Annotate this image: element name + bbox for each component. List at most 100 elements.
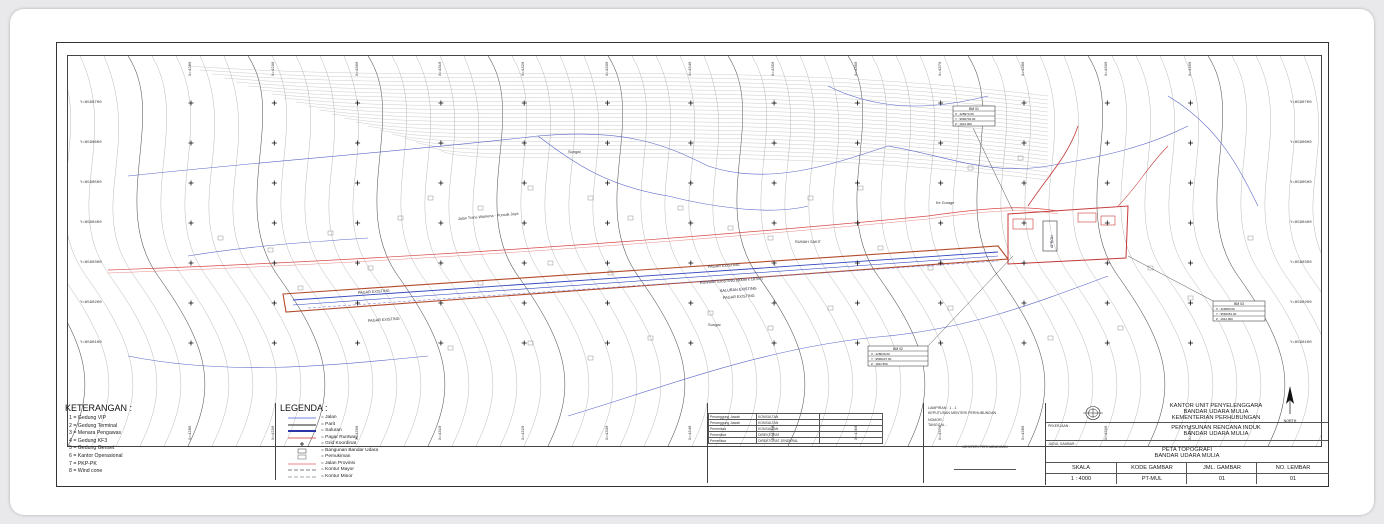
grid-cross [1104, 300, 1110, 306]
legend-item: = Kontur Minor [276, 474, 706, 481]
contour-line [68, 90, 134, 446]
contour-line [247, 56, 326, 446]
contour-line [487, 56, 566, 446]
settlement-building [297, 285, 304, 291]
grid-y-label: Y=9590700 [1290, 101, 1312, 105]
svg-text:Z : 1912.000: Z : 1912.000 [1216, 317, 1233, 321]
grid-cross [771, 180, 777, 186]
grid-cross [1104, 180, 1110, 186]
grid-cross [271, 260, 277, 266]
title-block: KANTOR UNIT PENYELENGGARA BANDAR UDARA M… [1045, 403, 1329, 485]
leader-line [927, 255, 1014, 347]
judul-label: JUDUL GAMBAR : [1048, 442, 1077, 446]
grid-cross [605, 260, 610, 266]
river-line [567, 275, 1109, 417]
keputusan-text: KEPUTUSAN MENTERI PERHUBUNGAN [928, 411, 997, 415]
svg-text:BM 02: BM 02 [893, 347, 903, 351]
legend-item: = Jalan Provinsi [276, 461, 706, 468]
contour-line [415, 141, 1049, 173]
contour-line [295, 101, 1049, 133]
svg-text:X : 428970.00: X : 428970.00 [955, 112, 974, 116]
grid-cross [355, 180, 361, 186]
grid-cross [438, 100, 444, 106]
grid-cross [1021, 220, 1027, 226]
grid-cross [355, 300, 361, 306]
grid-cross [771, 220, 777, 226]
settlement-building [477, 280, 484, 286]
building [1100, 215, 1116, 226]
grid-cross [438, 140, 444, 146]
river-line [827, 85, 989, 107]
legend-symbol-icon [286, 448, 318, 454]
settlement-building [1017, 155, 1024, 161]
drainage-label: SALURAN EXISTING [720, 286, 757, 293]
contour-line [68, 284, 110, 446]
building [1012, 218, 1034, 230]
svg-text:BM 03: BM 03 [1234, 302, 1244, 306]
settlement-building [477, 205, 484, 211]
grid-cross [521, 100, 527, 106]
grid-cross [854, 100, 860, 106]
legend-label: = Pagar Runtway [321, 434, 358, 440]
runway [292, 255, 999, 306]
topographic-map[interactable]: Sungai Sungai Jalan Trans Wamena - Punca… [68, 56, 1321, 446]
grid-cross [521, 340, 527, 346]
contour-line [1255, 56, 1321, 446]
lembar-header: NO. LEMBAR [1257, 463, 1329, 474]
grid-cross [854, 260, 860, 266]
grid-cross [605, 300, 610, 306]
grid-cross [605, 140, 610, 146]
emblem-icon [1083, 406, 1103, 420]
svg-text:Y : 9590237.00: Y : 9590237.00 [871, 357, 892, 361]
settlement-building [587, 195, 594, 201]
settlement-building [857, 185, 864, 191]
grid-y-label: Y=9590300 [80, 261, 102, 265]
legend-item: = Bangunan Bandar Udara [276, 448, 706, 455]
grid-x-label: X=4330 [605, 61, 610, 76]
runway-label: RUNWAY EXISTING (900m x 18.5m) [700, 277, 764, 285]
approval-panel: LAMPIRAN : 1 - 1 KEPUTUSAN MENTERI PERHU… [923, 403, 1046, 483]
kode-header: KODE GAMBAR [1117, 463, 1187, 474]
legend-symbol-icon [286, 415, 318, 421]
north-arrow-icon: NORTH [1284, 386, 1297, 423]
building [1042, 220, 1058, 252]
legend-item: = Pemukiman [276, 454, 706, 461]
svg-text:BM 01: BM 01 [969, 107, 979, 111]
contour-line [343, 117, 1049, 149]
grid-y-label: Y=9590500 [1290, 181, 1312, 185]
grid-cross [1021, 180, 1027, 186]
contour-line [199, 69, 1049, 101]
contour-line [331, 113, 1049, 145]
grid-x-label: X=4390 [1105, 61, 1110, 76]
svg-text:Y : 9590702.00: Y : 9590702.00 [955, 117, 976, 121]
fence-label: PAGAR EXISTING [368, 317, 400, 323]
grid-cross [1104, 260, 1110, 266]
contour-line [379, 129, 1049, 161]
grid-cross [771, 300, 777, 306]
grid-x-label: X=4300 [355, 61, 360, 76]
keterangan-item: 1 = Gedung VIP [69, 415, 107, 421]
grid-x-label: X=4340 [688, 61, 693, 76]
grid-cross [605, 220, 610, 226]
grid-cross [438, 260, 444, 266]
settlement-building [327, 230, 334, 236]
institution-line: KANTOR UNIT PENYELENGGARA [1169, 403, 1263, 409]
grid-cross [521, 140, 527, 146]
project-title: PENYUSUNAN RENCANA INDUK [1171, 425, 1261, 431]
legend-item: = Saluran [276, 428, 706, 435]
legend-item: = Grid Koordinat [276, 441, 706, 448]
signature-cell: Pemeriksa [707, 437, 758, 444]
river-line [887, 125, 1189, 169]
settlement-building [217, 235, 224, 241]
bm-box-02: BM 02 X : 428040.00 Y : 9590237.00 Z : 1… [867, 345, 929, 367]
contour-line [247, 85, 1049, 117]
fence-label: PAGAR EXISTING [723, 294, 755, 300]
signature-cell [819, 437, 883, 444]
grid-cross [1188, 180, 1194, 186]
legend-symbol-icon [286, 441, 318, 447]
legend-item: = Kontur Mayor [276, 467, 706, 474]
hospital-label: RUMAH SAKIT [795, 240, 822, 244]
tanggal-text: TANGGAL : [928, 423, 947, 427]
svg-text:X : 429080.00: X : 429080.00 [1216, 307, 1235, 311]
